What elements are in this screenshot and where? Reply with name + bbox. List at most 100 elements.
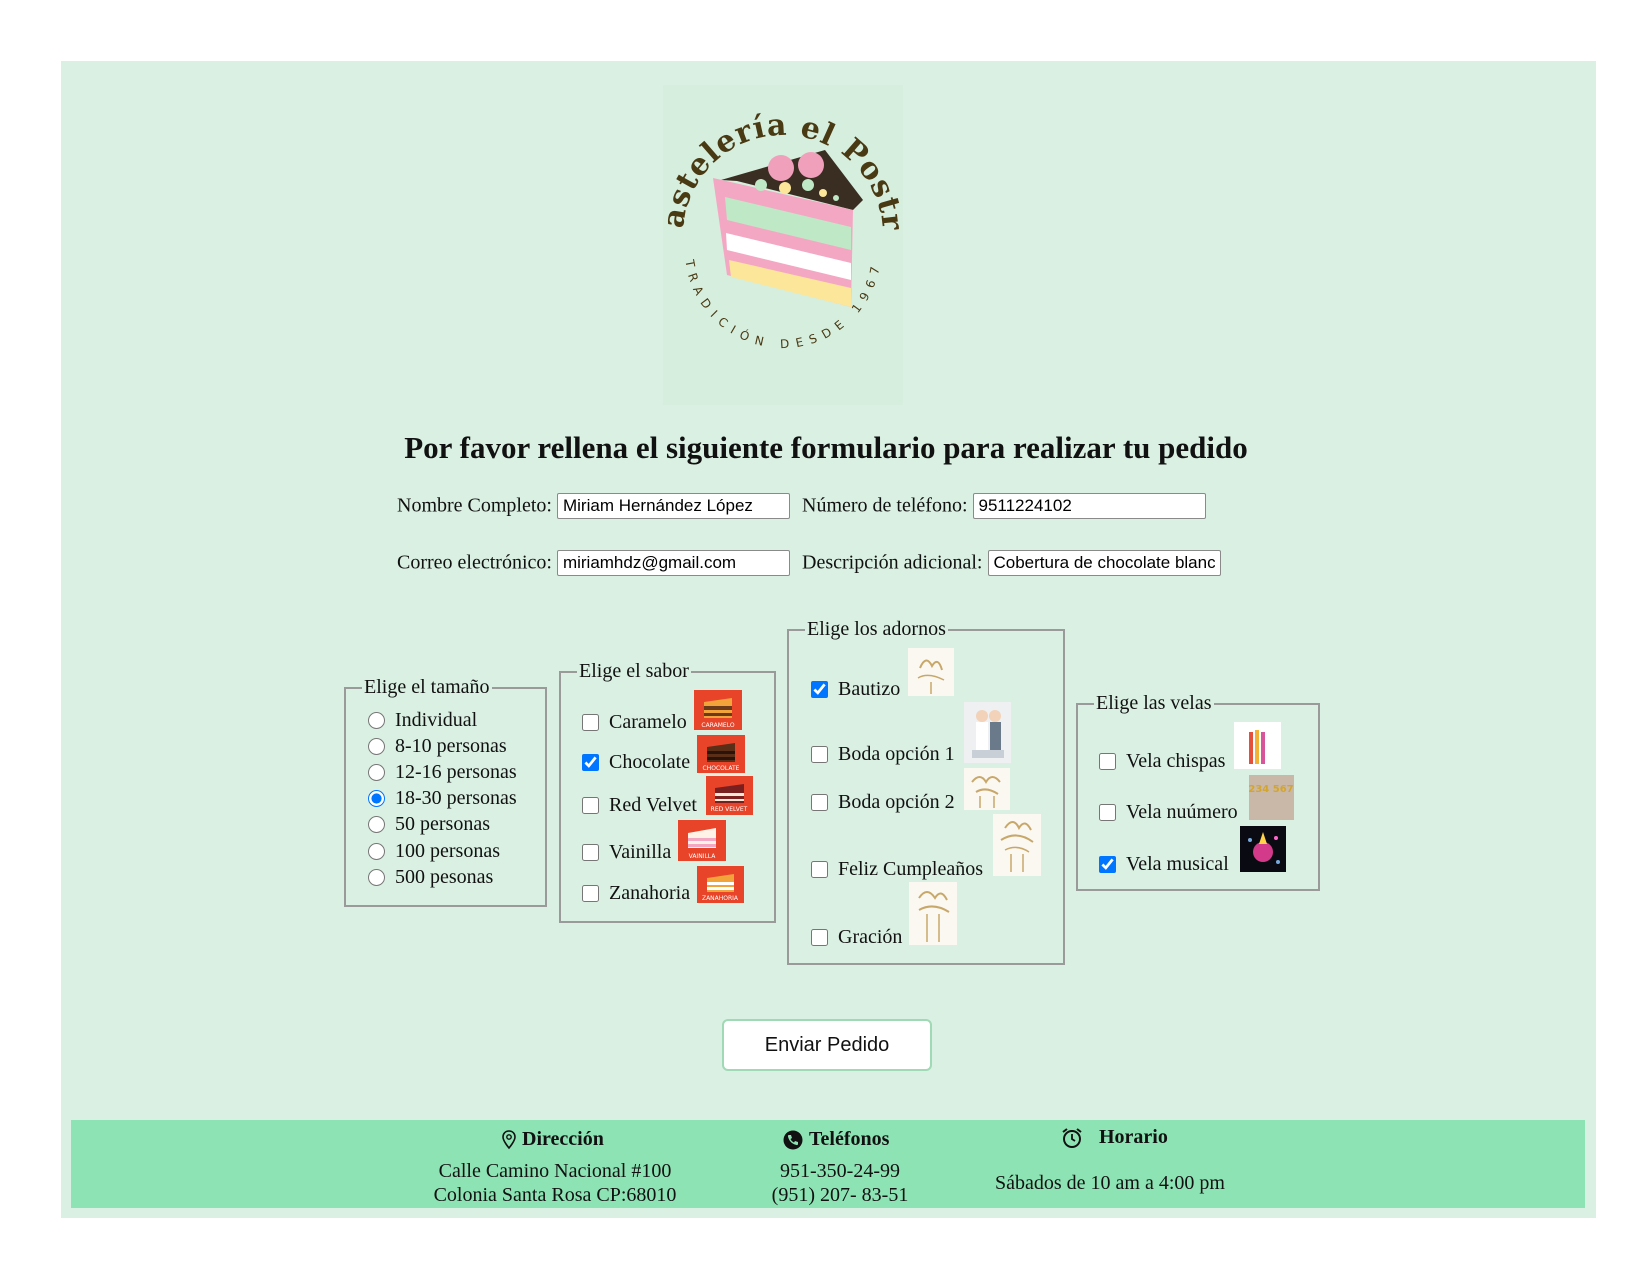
flavor-legend: Elige el sabor <box>579 660 689 682</box>
decoration-option-label: Boda opción 2 <box>838 791 955 813</box>
decorations-legend: Elige los adornos <box>807 618 946 640</box>
flavor-option[interactable]: Red Velvet <box>582 794 697 817</box>
svg-text:ZANAHORIA: ZANAHORIA <box>702 895 739 902</box>
svg-text:RED VELVET: RED VELVET <box>711 806 748 813</box>
size-radio[interactable] <box>368 816 385 833</box>
flavor-checkbox[interactable] <box>582 797 599 814</box>
decoration-checkbox[interactable] <box>811 861 828 878</box>
phone-label: Número de teléfono: <box>802 494 968 517</box>
decoration-option[interactable]: Bautizo <box>811 678 900 701</box>
flavor-option[interactable]: Caramelo <box>582 711 687 734</box>
email-row: Correo electrónico: <box>397 550 790 576</box>
decoration-option-label: Bautizo <box>838 678 901 700</box>
description-field[interactable] <box>987 550 1221 576</box>
candle-checkbox[interactable] <box>1099 753 1116 770</box>
decoration-option[interactable]: Gración <box>811 926 902 949</box>
flavor-checkbox[interactable] <box>582 754 599 771</box>
footer <box>71 1120 1585 1208</box>
wedding-topper-2-thumbnail <box>964 768 1010 810</box>
size-radio[interactable] <box>368 843 385 860</box>
decorations-fieldset: Elige los adornos <box>787 618 1065 965</box>
size-option-label: 500 pesonas <box>395 866 494 888</box>
email-field[interactable] <box>556 550 790 576</box>
caramel-cake-thumbnail: CARAMELO <box>694 690 742 730</box>
baptism-topper-thumbnail <box>908 648 954 696</box>
address-line-1: Calle Camino Nacional #100 <box>438 1160 672 1182</box>
flavor-option[interactable]: Vainilla <box>582 841 671 864</box>
flavor-option-label: Chocolate <box>609 751 691 773</box>
flavor-checkbox[interactable] <box>582 714 599 731</box>
flavor-checkbox[interactable] <box>582 844 599 861</box>
hours-line-1: Sábados de 10 am a 4:00 pm <box>995 1172 1225 1194</box>
flavor-fieldset: Elige el sabor <box>559 660 776 923</box>
description-label: Descripción adicional: <box>802 551 983 574</box>
svg-text:CHOCOLATE: CHOCOLATE <box>703 765 740 772</box>
flavor-option-label: Zanahoria <box>609 882 691 904</box>
name-field[interactable] <box>556 493 790 519</box>
phone-line-2: (951) 207- 83-51 <box>771 1184 909 1206</box>
hours-text: Sábados de 10 am a 4:00 pm <box>980 1171 1240 1195</box>
phones-heading: Teléfonos <box>783 1128 889 1151</box>
candle-checkbox[interactable] <box>1099 804 1116 821</box>
flavor-option[interactable]: Chocolate <box>582 751 690 774</box>
address-heading-label: Dirección <box>522 1128 604 1150</box>
candle-checkbox[interactable] <box>1099 856 1116 873</box>
size-option-label: 100 personas <box>395 840 500 862</box>
decoration-checkbox[interactable] <box>811 929 828 946</box>
size-radio[interactable] <box>368 790 385 807</box>
carrot-cake-thumbnail: ZANAHORIA <box>697 866 744 903</box>
candle-option[interactable]: Vela chispas <box>1099 750 1225 773</box>
sparkler-candle-thumbnail <box>1234 722 1281 769</box>
flavor-option-label: Caramelo <box>609 711 687 733</box>
size-option-label: 50 personas <box>395 813 490 835</box>
size-option[interactable]: 8-10 personas <box>368 735 507 758</box>
size-option-label: 12-16 personas <box>395 761 517 783</box>
graduation-topper-thumbnail <box>909 882 957 945</box>
size-legend: Elige el tamaño <box>364 676 490 698</box>
size-option[interactable]: Individual <box>368 709 477 732</box>
size-fieldset: Elige el tamaño <box>344 676 547 907</box>
phone-line-1: 951-350-24-99 <box>780 1160 900 1182</box>
decoration-checkbox[interactable] <box>811 681 828 698</box>
bakery-logo: Pastelería el Postre TRADICIÓN DESDE 196… <box>663 85 903 405</box>
phone-row: Número de teléfono: <box>802 493 1206 519</box>
candle-option[interactable]: Vela nuúmero <box>1099 801 1238 824</box>
size-option[interactable]: 18-30 personas <box>368 787 517 810</box>
phone-field[interactable] <box>972 493 1206 519</box>
svg-text:VAINILLA: VAINILLA <box>689 853 717 860</box>
candle-option[interactable]: Vela musical <box>1099 853 1229 876</box>
flavor-option[interactable]: Zanahoria <box>582 882 690 905</box>
musical-candle-thumbnail <box>1240 826 1286 872</box>
decoration-option[interactable]: Boda opción 2 <box>811 791 955 814</box>
decoration-checkbox[interactable] <box>811 794 828 811</box>
birthday-topper-thumbnail <box>993 814 1041 876</box>
cake-slice-icon <box>713 150 863 307</box>
hours-heading: Horario <box>1061 1126 1168 1149</box>
flavor-checkbox[interactable] <box>582 885 599 902</box>
decoration-checkbox[interactable] <box>811 746 828 763</box>
size-option[interactable]: 500 pesonas <box>368 866 493 889</box>
decoration-option[interactable]: Feliz Cumpleaños <box>811 858 983 881</box>
candle-option-label: Vela musical <box>1126 853 1229 875</box>
svg-text:CARAMELO: CARAMELO <box>701 722 734 729</box>
flavor-option-label: Red Velvet <box>609 794 697 816</box>
red-velvet-cake-thumbnail: RED VELVET <box>706 776 753 815</box>
decoration-option[interactable]: Boda opción 1 <box>811 743 955 766</box>
description-row: Descripción adicional: <box>802 550 1221 576</box>
size-option[interactable]: 12-16 personas <box>368 761 517 784</box>
candle-option-label: Vela nuúmero <box>1126 801 1238 823</box>
address-line-2: Colonia Santa Rosa CP:68010 <box>433 1184 677 1206</box>
location-pin-icon <box>502 1129 516 1149</box>
size-radio[interactable] <box>368 738 385 755</box>
submit-order-button[interactable]: Enviar Pedido <box>722 1019 932 1071</box>
size-radio[interactable] <box>368 712 385 729</box>
phones-heading-label: Teléfonos <box>809 1128 890 1150</box>
size-option-label: 18-30 personas <box>395 787 517 809</box>
flavor-option-label: Vainilla <box>609 841 672 863</box>
size-radio[interactable] <box>368 764 385 781</box>
size-radio[interactable] <box>368 869 385 886</box>
size-option[interactable]: 50 personas <box>368 813 490 836</box>
size-option[interactable]: 100 personas <box>368 840 500 863</box>
size-option-label: 8-10 personas <box>395 735 507 757</box>
decoration-option-label: Gración <box>838 926 903 948</box>
